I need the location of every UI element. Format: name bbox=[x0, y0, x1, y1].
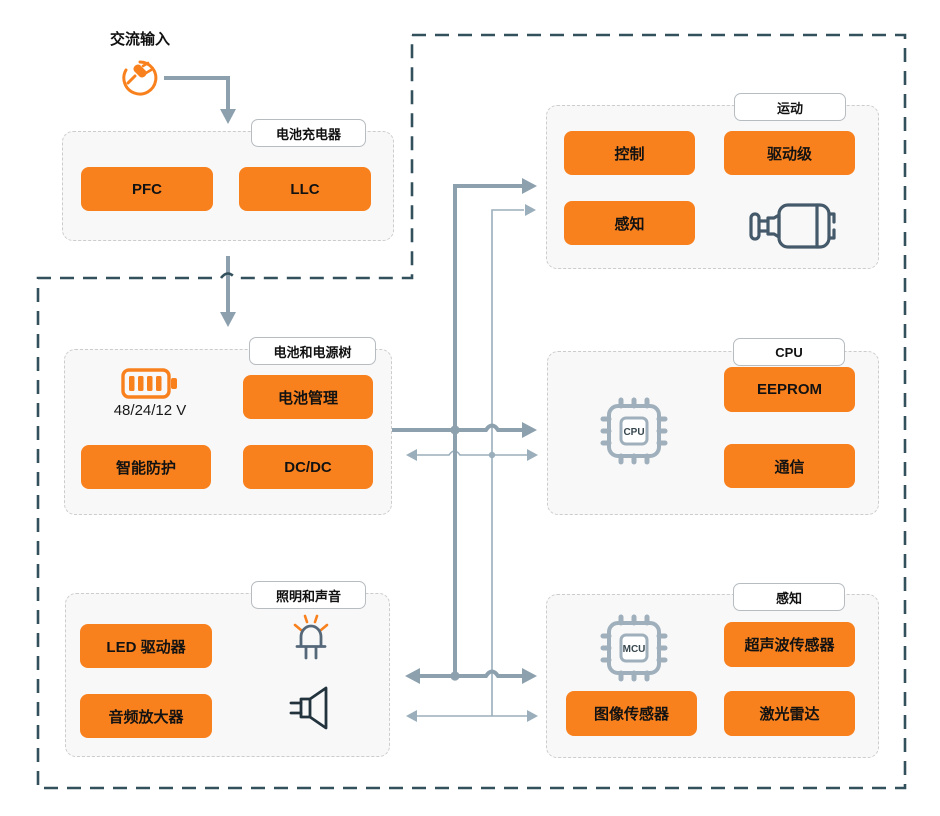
drive-stage-button[interactable]: 驱动级 bbox=[724, 131, 855, 175]
thin-arrowheads bbox=[406, 204, 538, 722]
thin-trunk-connector bbox=[417, 209, 527, 717]
zone-cpu: CPU CPU EEPROM 通信 bbox=[547, 338, 879, 515]
llc-button[interactable]: LLC bbox=[239, 167, 371, 211]
zone-power-tree: 电池和电源树 48/24/12 V 电池管理 智能防护 DC/DC bbox=[64, 337, 392, 515]
zone-label-lighting-sound: 照明和声音 bbox=[251, 581, 366, 609]
battery-icon bbox=[121, 368, 177, 399]
pfc-button[interactable]: PFC bbox=[81, 167, 213, 211]
ultrasonic-sensor-button[interactable]: 超声波传感器 bbox=[724, 622, 855, 667]
lidar-button[interactable]: 激光雷达 bbox=[724, 691, 855, 736]
led-icon bbox=[293, 614, 329, 660]
zone-label-sensing: 感知 bbox=[733, 583, 845, 611]
cpu-chip-text: CPU bbox=[623, 427, 644, 438]
zone-label-cpu: CPU bbox=[733, 338, 845, 366]
control-button[interactable]: 控制 bbox=[564, 131, 695, 175]
zone-battery-charger: 电池充电器 PFC LLC bbox=[62, 119, 394, 241]
zone-lighting-sound: 照明和声音 LED 驱动器 音频放大器 bbox=[65, 581, 390, 757]
zone-label-motion: 运动 bbox=[734, 93, 846, 121]
audio-amplifier-button[interactable]: 音频放大器 bbox=[80, 694, 212, 738]
eeprom-button[interactable]: EEPROM bbox=[724, 367, 855, 412]
zone-motion: 运动 控制 驱动级 感知 bbox=[546, 93, 879, 269]
communication-button[interactable]: 通信 bbox=[724, 444, 855, 488]
battery-management-button[interactable]: 电池管理 bbox=[243, 375, 373, 419]
dcdc-button[interactable]: DC/DC bbox=[243, 445, 373, 489]
image-sensor-button[interactable]: 图像传感器 bbox=[566, 691, 697, 736]
zone-label-power-tree: 电池和电源树 bbox=[249, 337, 376, 365]
system-boundary-dashed bbox=[36, 33, 907, 790]
ac-input-label: 交流输入 bbox=[110, 31, 171, 48]
motor-icon bbox=[749, 203, 836, 249]
zone-sensing: 感知 MCU 超声波传感器 图像传感器 激光雷达 bbox=[546, 583, 879, 758]
cpu-chip-icon: CPU bbox=[600, 397, 668, 465]
motion-sensing-button[interactable]: 感知 bbox=[564, 201, 695, 245]
mcu-chip-icon: MCU bbox=[600, 614, 668, 682]
thick-arrowheads bbox=[220, 109, 537, 684]
speaker-icon bbox=[289, 686, 328, 730]
thick-connectors bbox=[164, 76, 523, 678]
zone-label-battery-charger: 电池充电器 bbox=[251, 119, 366, 147]
smart-protection-button[interactable]: 智能防护 bbox=[81, 445, 211, 489]
mcu-chip-text: MCU bbox=[623, 644, 646, 655]
battery-voltage-caption: 48/24/12 V bbox=[113, 402, 187, 419]
plug-icon bbox=[122, 60, 158, 96]
led-driver-button[interactable]: LED 驱动器 bbox=[80, 624, 212, 668]
